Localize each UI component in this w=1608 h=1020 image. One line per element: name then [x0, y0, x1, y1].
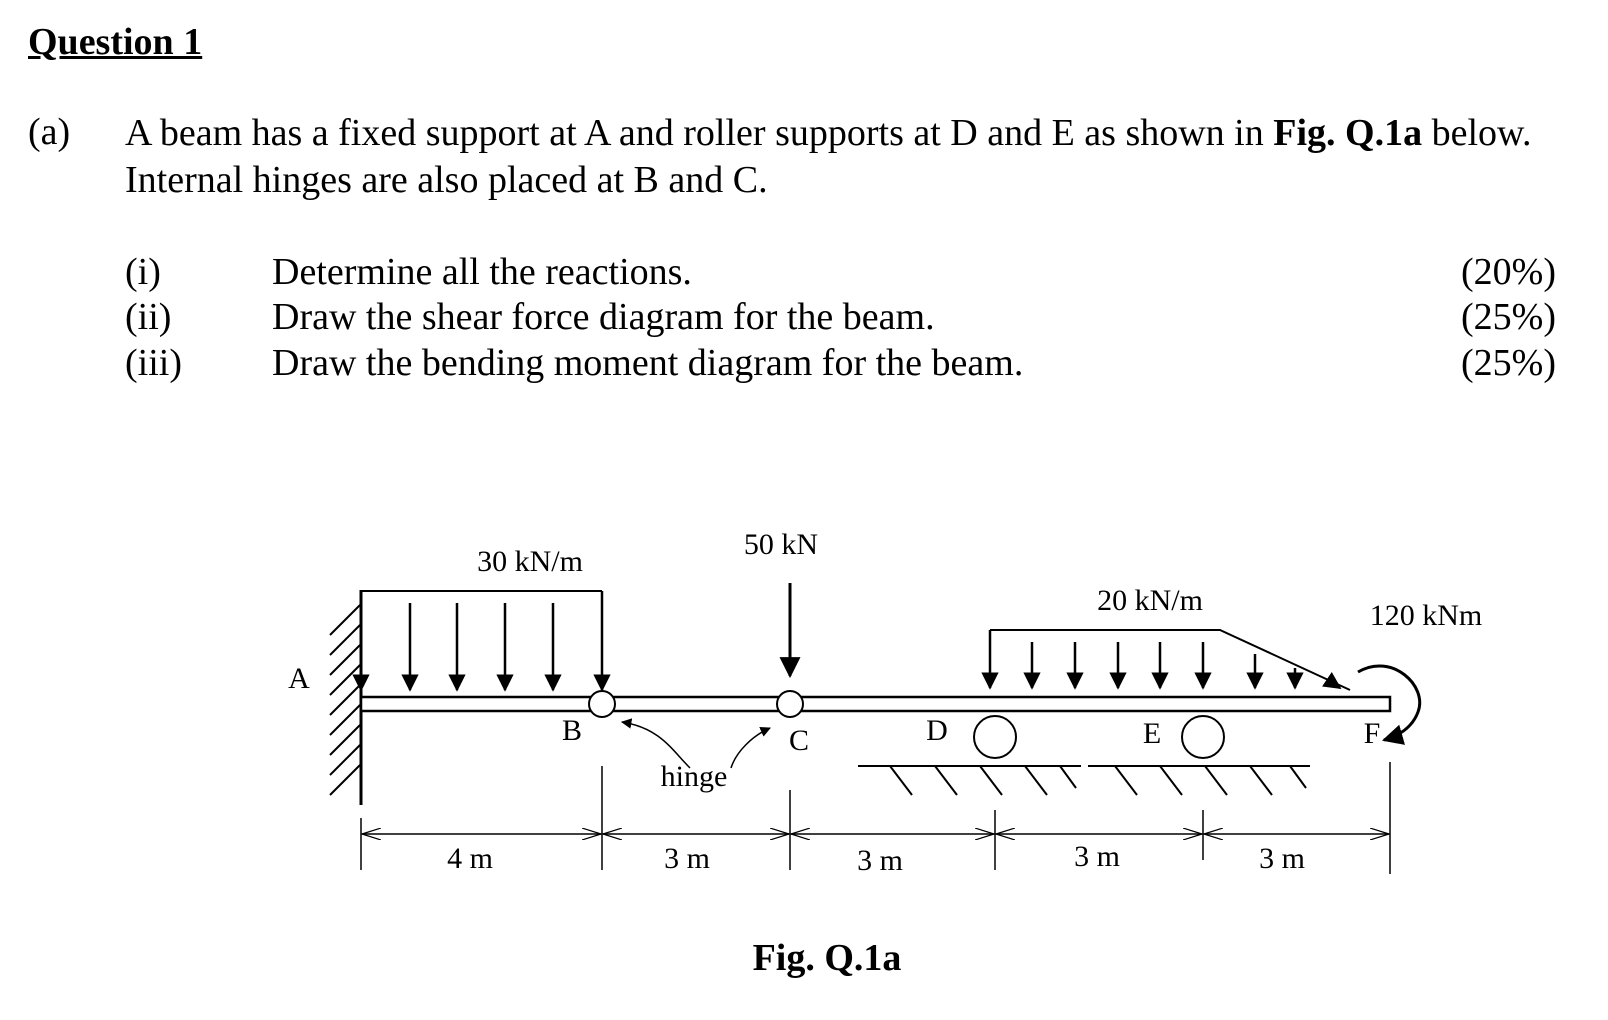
dim-label-ef: 3 m: [1259, 842, 1305, 875]
point-load-label: 50 kN: [744, 528, 818, 561]
point-label-a: A: [288, 662, 310, 695]
intro-text-1: A beam has a fixed support at A and roll…: [125, 112, 1274, 154]
point-label-b: B: [562, 714, 582, 747]
question-label-i: (i): [125, 251, 161, 293]
fixed-support-a: [329, 590, 363, 805]
dimension-lines: [360, 762, 1391, 874]
question-label-iii: (iii): [125, 342, 182, 384]
beam: [359, 695, 1392, 713]
question-mark-i: (20%): [1461, 251, 1556, 293]
udl-30-load: [352, 590, 611, 692]
dim-label-cd: 3 m: [857, 844, 903, 877]
point-label-c: C: [789, 724, 809, 757]
roller-support-e: [1088, 715, 1310, 796]
intro-figure-ref: Fig. Q.1a: [1273, 112, 1423, 154]
question-heading: Question 1: [28, 21, 203, 63]
question-mark-iii: (25%): [1461, 342, 1556, 384]
question-text-iii: Draw the bending moment diagram for the …: [272, 342, 1024, 384]
udl-30-label: 30 kN/m: [477, 545, 583, 578]
hinge-c: [776, 690, 804, 718]
question-text-i: Determine all the reactions.: [272, 251, 692, 293]
question-text-ii: Draw the shear force diagram for the bea…: [272, 296, 935, 338]
question-label-ii: (ii): [125, 296, 172, 338]
dim-label-bc: 3 m: [664, 842, 710, 875]
hinge-b: [588, 690, 616, 718]
point-label-e: E: [1143, 717, 1161, 750]
udl-20-load: [981, 629, 1351, 691]
point-label-f: F: [1364, 717, 1381, 750]
dim-label-ab: 4 m: [447, 842, 493, 875]
roller-support-d: [858, 715, 1081, 796]
dim-label-de: 3 m: [1074, 840, 1120, 873]
moment-label: 120 kNm: [1370, 599, 1483, 632]
question-mark-ii: (25%): [1461, 296, 1556, 338]
figure-caption: Fig. Q.1a: [753, 937, 902, 979]
hinge-pointers: [620, 718, 771, 769]
hinge-label: hinge: [661, 760, 728, 793]
part-label: (a): [28, 111, 71, 153]
udl-20-label: 20 kN/m: [1097, 584, 1203, 617]
moment-f: [1357, 664, 1422, 745]
intro-text-2: below. Internal hinges are also placed a…: [125, 112, 1532, 201]
point-label-d: D: [926, 714, 948, 747]
part-intro-text: A beam has a fixed support at A and roll…: [125, 110, 1565, 204]
